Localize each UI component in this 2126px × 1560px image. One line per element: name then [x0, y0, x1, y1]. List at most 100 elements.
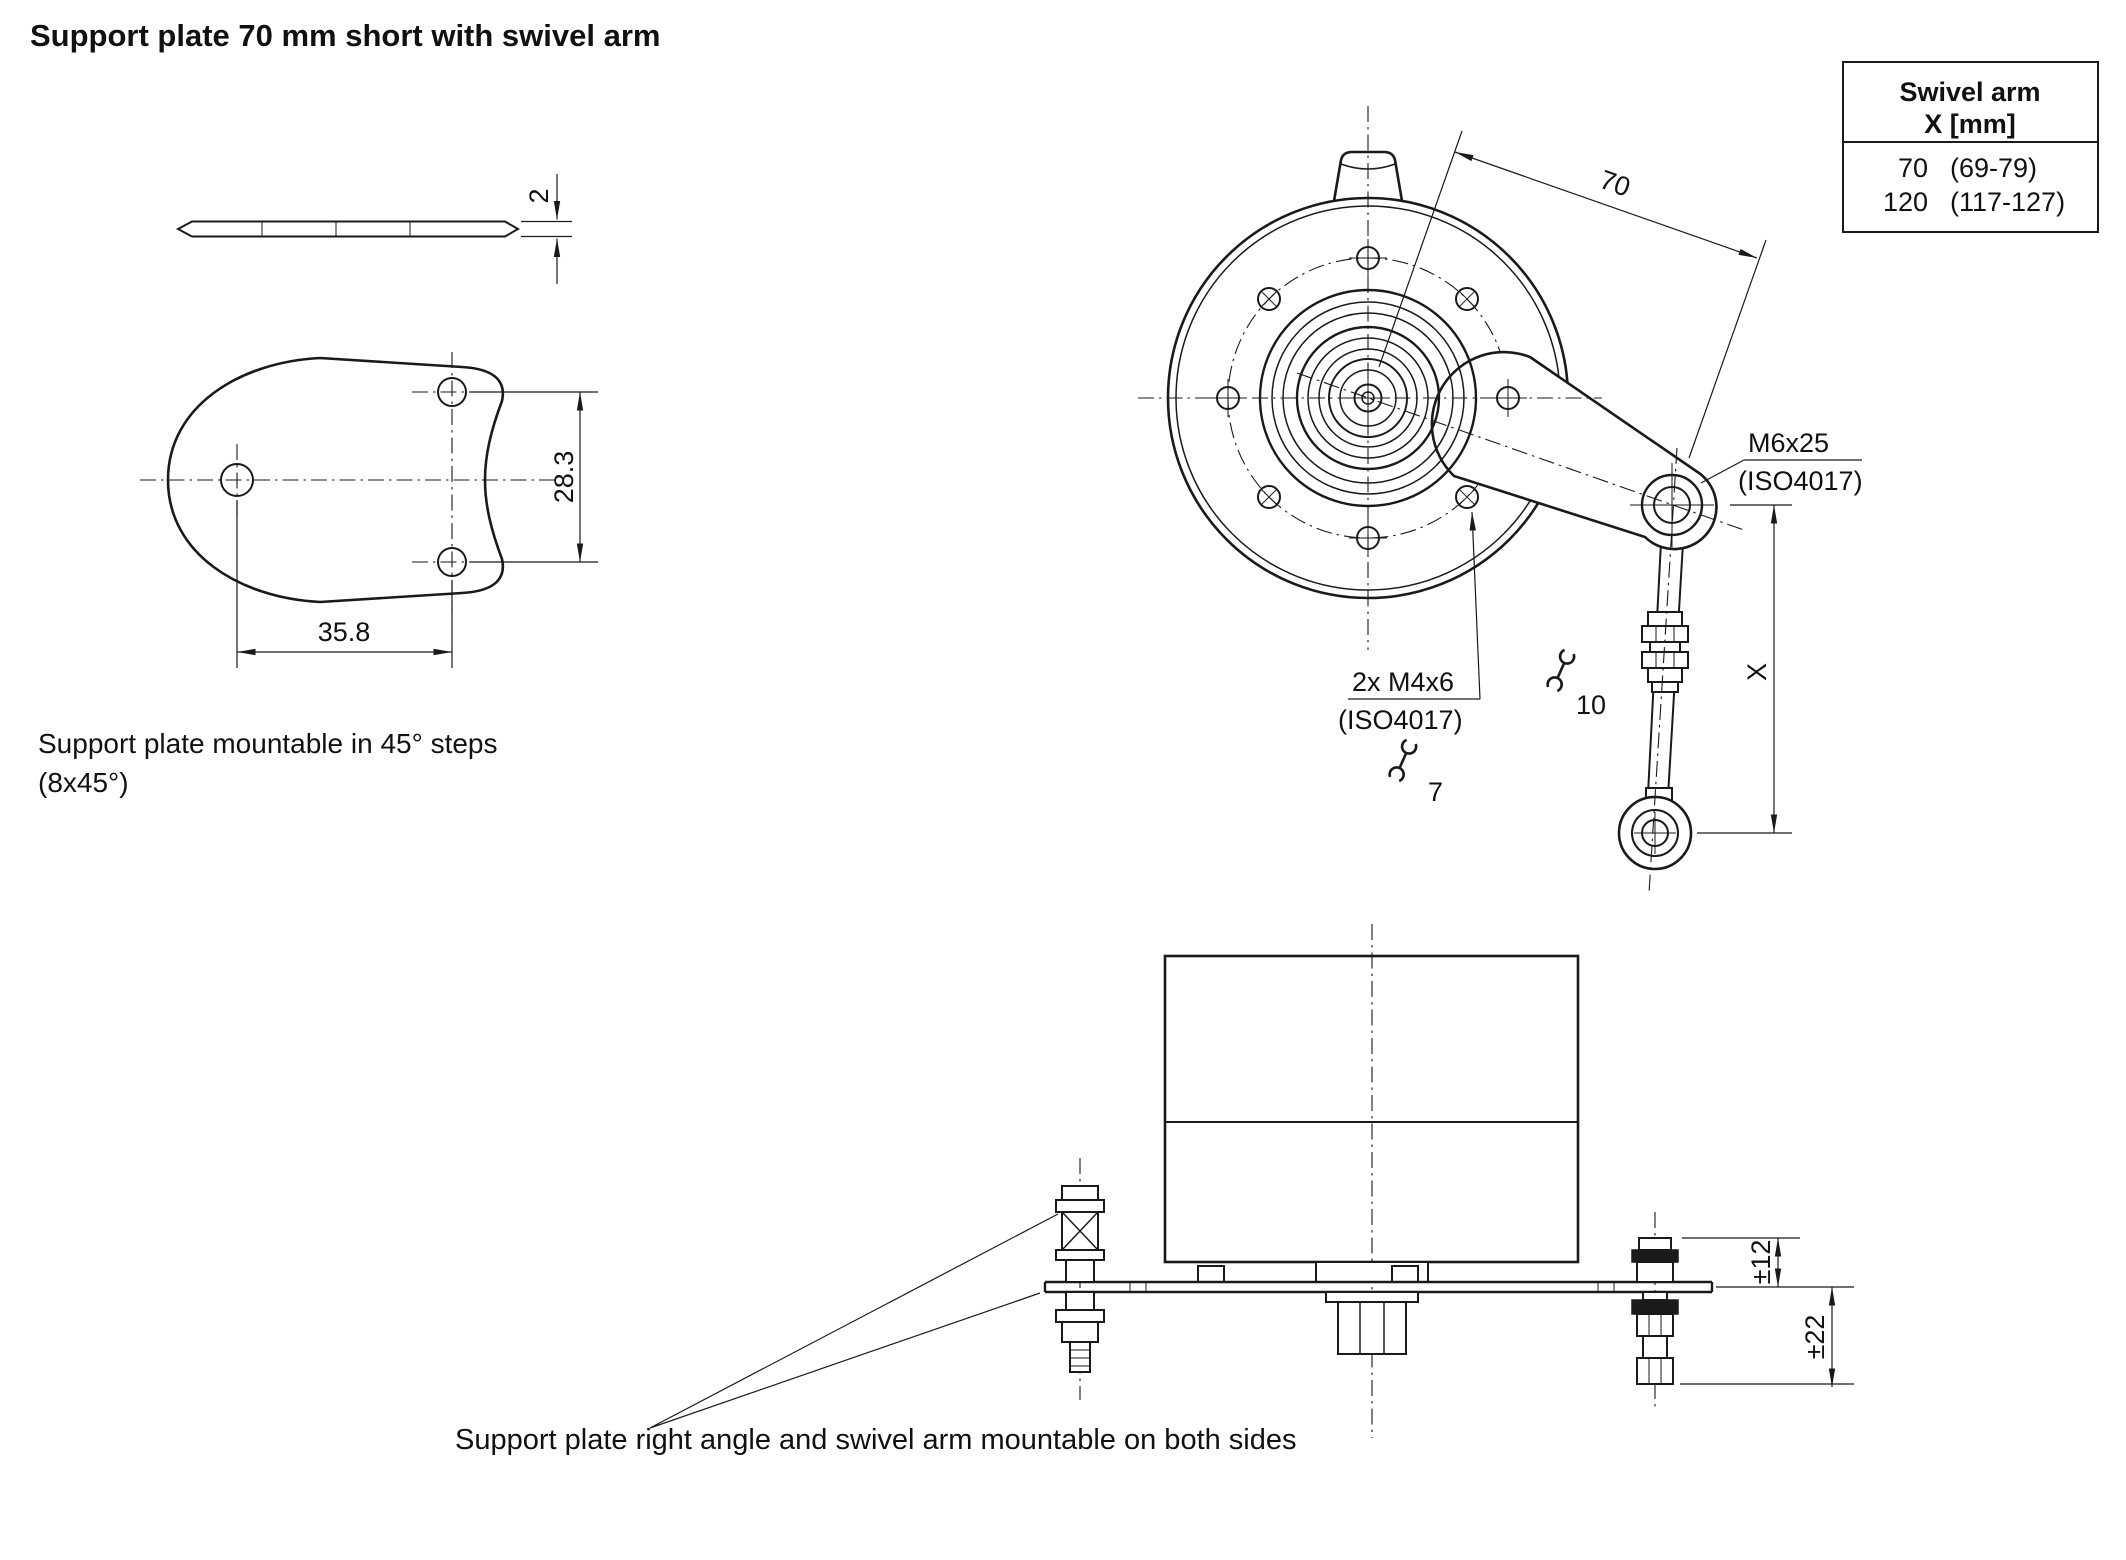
- bolt-part: [1638, 1237, 1672, 1251]
- dim-358-extension-lines: [236, 500, 453, 668]
- left-bolt-assembly: [1055, 1185, 1105, 1373]
- plate-hole-bottom-right: [437, 547, 467, 577]
- nut-facets: [1648, 1358, 1662, 1384]
- tapped-hole: [1455, 287, 1479, 311]
- note-line2: (8x45°): [38, 767, 129, 798]
- bolt-part: [1065, 1291, 1095, 1311]
- plate-thickness-view: 2: [175, 174, 572, 284]
- swivel-arm-table: Swivel arm X [mm] 70 (69-79) 120 (117-12…: [1842, 61, 2099, 233]
- bolt-part: [1642, 1335, 1668, 1359]
- bolt-part: [1065, 1259, 1095, 1283]
- rod-spacer: [1651, 681, 1679, 693]
- plate-edge-outline: [175, 220, 521, 238]
- table-row2-range: (117-127): [1950, 187, 2065, 217]
- bolt-thread: [1069, 1341, 1091, 1373]
- bolt-part: [1061, 1185, 1099, 1201]
- centerline-rod-axis: [1648, 447, 1678, 894]
- m4x6-label: 2x M4x6: [1352, 667, 1454, 697]
- center-washer: [1325, 1291, 1419, 1303]
- bolt-part: [1055, 1199, 1105, 1213]
- bolt-part: [1636, 1261, 1674, 1283]
- dim-x-label: X: [1742, 663, 1772, 681]
- plate-hole-centerlines: [236, 391, 492, 563]
- nut-facets: [1648, 1314, 1662, 1336]
- caption-leader-lines: [649, 1213, 1059, 1429]
- rod-end-crosshair: [1634, 812, 1676, 854]
- table-header-line2: X [mm]: [1924, 109, 2016, 139]
- dim-x-group: X: [1697, 504, 1792, 834]
- dim-70-extension-lines: [1378, 130, 1767, 459]
- bolt-part: [1055, 1309, 1105, 1323]
- wrench-size-7-label: 7: [1428, 777, 1443, 807]
- screw-head: [1197, 1265, 1225, 1283]
- plate-edge-ticks: [261, 222, 411, 236]
- dim-22-group: ±22: [1680, 1287, 1854, 1387]
- bolt-washer-dark: [1631, 1249, 1679, 1263]
- wrench-glyph: [1388, 738, 1418, 783]
- plate-note: Support plate mountable in 45° steps (8x…: [38, 728, 498, 798]
- m6x25-label: M6x25: [1748, 428, 1829, 458]
- swivel-arm-bracket: [1430, 350, 1718, 551]
- swivel-rod: [1617, 540, 1693, 871]
- right-bolt-assembly: [1631, 1237, 1679, 1385]
- table-row2-value: 120: [1883, 187, 1928, 217]
- encoder-top-view: 70 X M6x25 (ISO4017) 2x M4x6 (ISO4017) 1…: [1138, 106, 1863, 894]
- thread-ticks: [1070, 1349, 1090, 1367]
- tapped-hole: [1257, 485, 1281, 509]
- dim-70-label: 70: [1596, 164, 1634, 202]
- arm-pivot-crosshair: [1630, 463, 1714, 547]
- bolt-part: [1642, 1291, 1668, 1301]
- dim-12-group: ±12: [1682, 1237, 1854, 1288]
- bolt-washer-dark: [1631, 1299, 1679, 1315]
- bolt-part: [1061, 1321, 1099, 1343]
- bolt-part: [1055, 1249, 1105, 1261]
- nut-facets: [1655, 626, 1675, 668]
- table-border: [1842, 61, 2099, 233]
- bolt-part: [1636, 1357, 1674, 1385]
- note-line1: Support plate mountable in 45° steps: [38, 728, 498, 759]
- dim-x-extension-lines: [1697, 504, 1792, 834]
- thickness-extension-lines: [521, 220, 572, 238]
- wrench-icon: [1546, 648, 1576, 693]
- wrench-glyph: [1546, 648, 1576, 693]
- support-plate-edge: [1043, 1280, 1714, 1294]
- side-view-caption: Support plate right angle and swivel arm…: [455, 1424, 1297, 1456]
- callout-m6x25: M6x25 (ISO4017): [1700, 428, 1863, 496]
- bolt-part: [1636, 1313, 1674, 1337]
- tapped-hole: [1257, 287, 1281, 311]
- tapped-hole: [1455, 485, 1479, 509]
- rod-nut: [1647, 611, 1683, 627]
- dim-358-label: 35.8: [318, 617, 371, 647]
- dim-12-label: ±12: [1746, 1240, 1776, 1285]
- centerline-arm-axis: [1296, 372, 1745, 531]
- plate-hole-top-right: [437, 377, 467, 407]
- tapped-hole-marks: [1260, 290, 1476, 506]
- center-nut-facets: [1359, 1302, 1385, 1354]
- dim-thickness-label: 2: [524, 188, 554, 203]
- table-row1-value: 70: [1898, 153, 1928, 183]
- m4x6-leader: [1469, 511, 1481, 700]
- plate-hole-ticks: [1129, 1282, 1615, 1292]
- table-header-line1: Swivel arm: [1899, 77, 2040, 107]
- rod-nut: [1641, 651, 1689, 669]
- m6x25-iso-label: (ISO4017): [1738, 466, 1863, 496]
- wrench-icon: [1388, 738, 1418, 783]
- plate-top-view: 28.3 35.8: [140, 352, 598, 668]
- encoder-side-view: ±12 ±22 Support plate right angle and sw…: [455, 924, 1854, 1456]
- table-row1-range: (69-79): [1950, 153, 2037, 183]
- m4x6-iso-label: (ISO4017): [1338, 705, 1463, 735]
- page-title: Support plate 70 mm short with swivel ar…: [30, 18, 660, 53]
- housing-tab: [1332, 150, 1404, 202]
- dim-283-label: 28.3: [549, 451, 579, 504]
- m6x25-leader: [1700, 459, 1745, 484]
- center-nut: [1337, 1301, 1407, 1355]
- damper-cross: [1061, 1211, 1099, 1251]
- rod-nut: [1647, 667, 1683, 683]
- screw-head: [1391, 1265, 1419, 1283]
- plate-outline: [166, 356, 505, 604]
- rod-spacer: [1649, 641, 1681, 653]
- rod-end-eye-ring: [1631, 809, 1679, 857]
- wrench-size-10-label: 10: [1576, 690, 1606, 720]
